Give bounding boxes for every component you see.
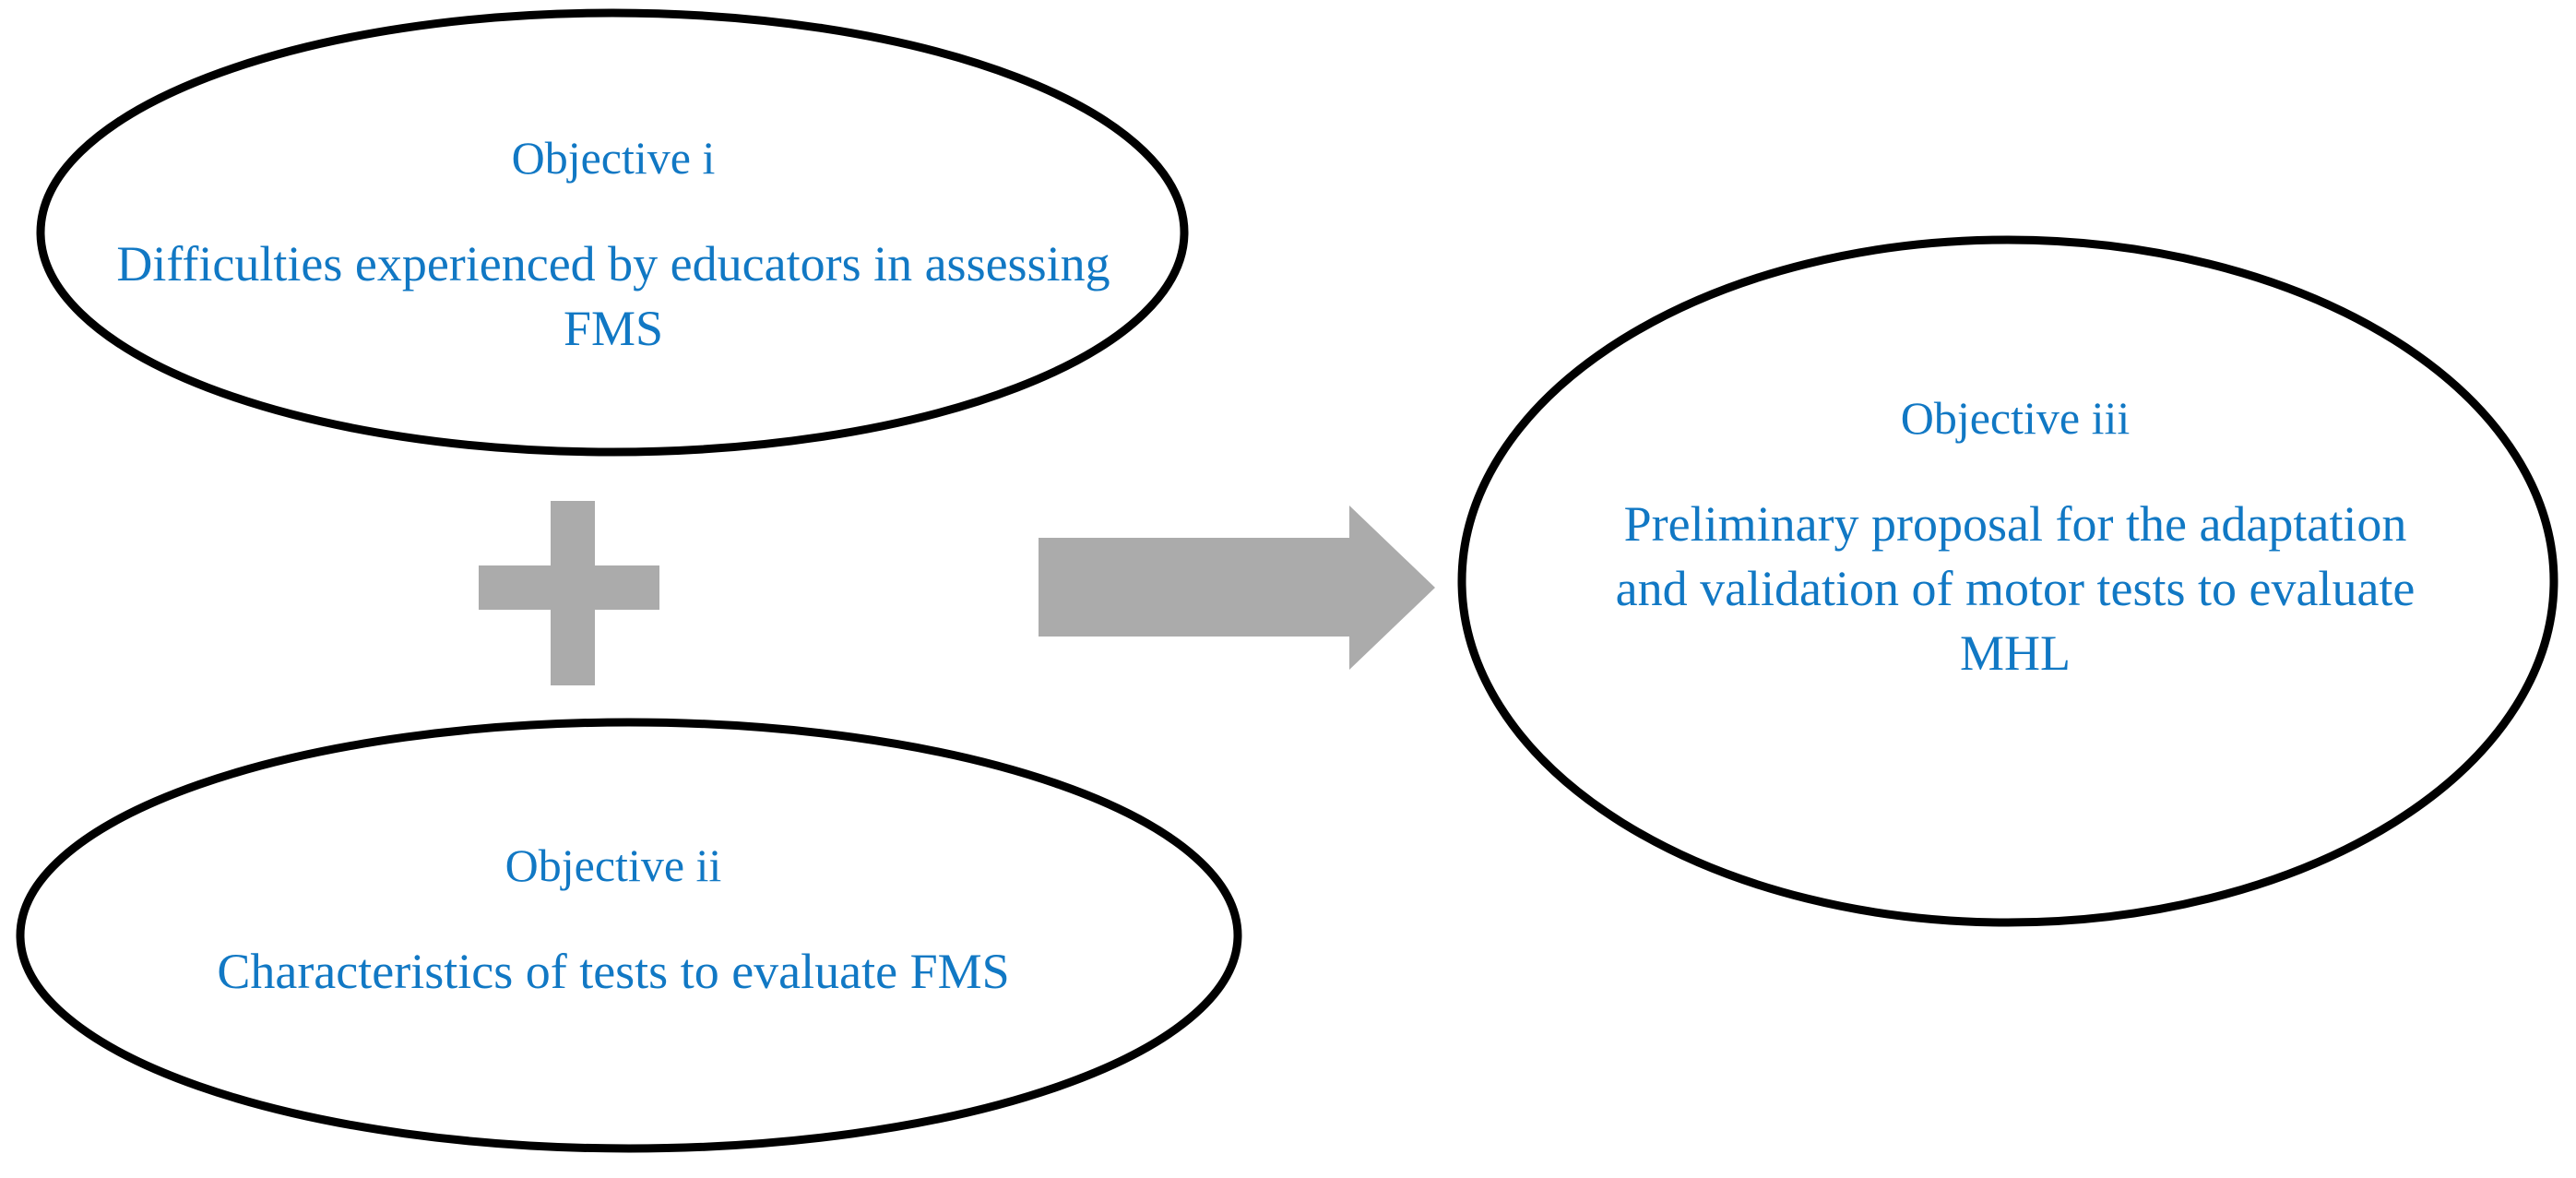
right-arrow-icon [1039,506,1435,670]
ellipse-objective-i[interactable] [36,8,1189,457]
ellipse-objective-iii[interactable] [1457,235,2558,927]
ellipse-objective-ii[interactable] [16,718,1242,1153]
plus-sign-icon [479,501,659,685]
